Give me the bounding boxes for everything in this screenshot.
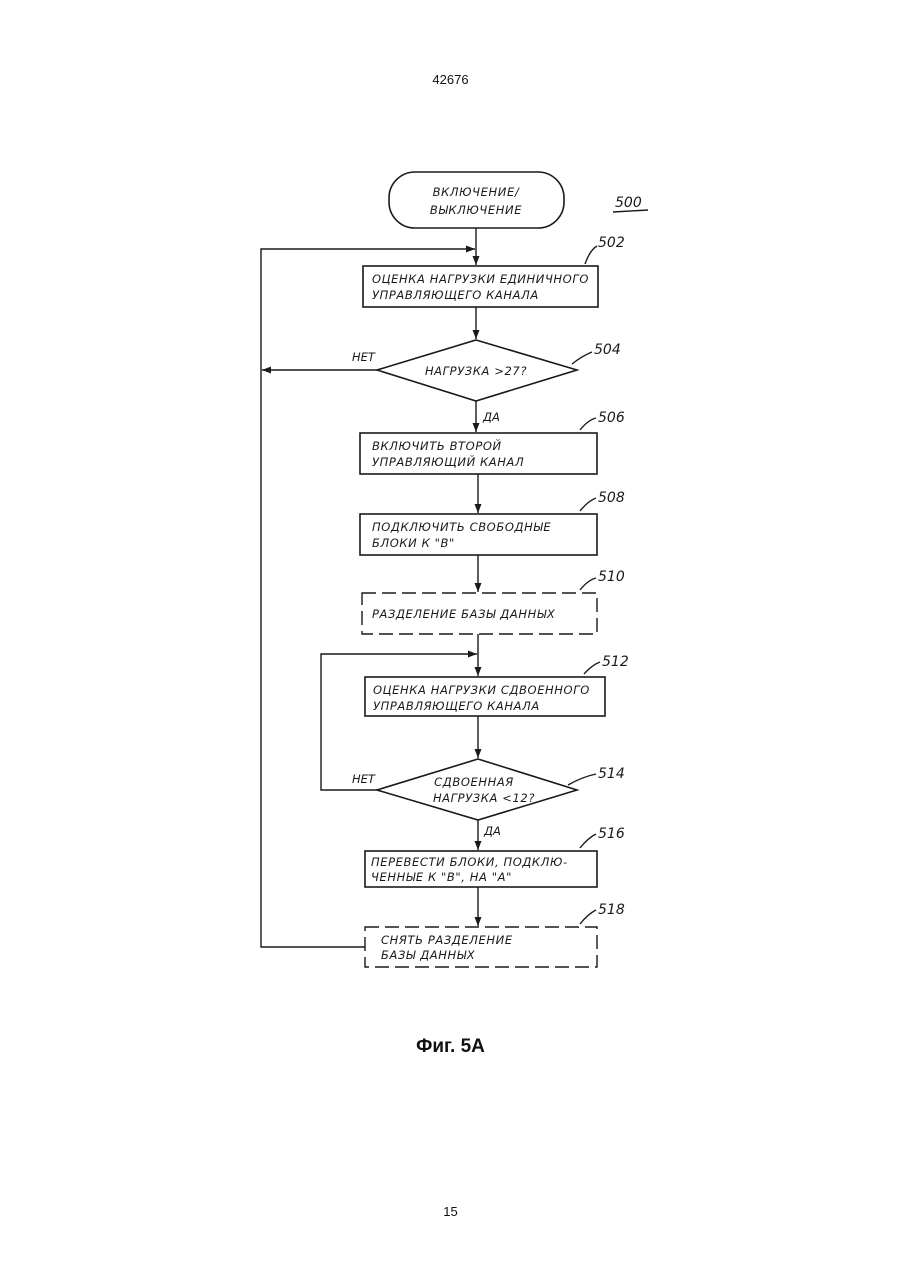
step-512-line1: ОЦЕНКА НАГРУЗКИ СДВОЕННОГО	[373, 683, 590, 697]
step-508-line1: ПОДКЛЮЧИТЬ СВОБОДНЫЕ	[372, 520, 551, 534]
step-518-line1: СНЯТЬ РАЗДЕЛЕНИЕ	[381, 933, 513, 947]
page-number-bottom: 15	[0, 1204, 901, 1219]
decision-504-leader	[572, 352, 592, 364]
label-no-504: НЕТ	[352, 350, 376, 364]
decision-514-line1: СДВОЕННАЯ	[434, 775, 514, 789]
decision-514-leader	[568, 774, 596, 785]
step-512-ref: 512	[602, 654, 629, 670]
figure-caption: Фиг. 5А	[0, 1036, 901, 1058]
step-506-ref: 506	[598, 410, 625, 426]
start-text-line1: ВКЛЮЧЕНИЕ/	[433, 185, 520, 199]
step-508-leader	[580, 498, 596, 511]
step-516-leader	[580, 834, 596, 848]
start-terminal	[389, 172, 564, 228]
step-510-line1: РАЗДЕЛЕНИЕ БАЗЫ ДАННЫХ	[372, 607, 556, 621]
step-502-ref: 502	[598, 235, 625, 251]
step-512-leader	[584, 662, 600, 674]
step-508-line2: БЛОКИ К "В"	[372, 536, 455, 550]
step-510-ref: 510	[598, 569, 625, 585]
step-518-ref: 518	[598, 902, 625, 918]
step-502-leader	[585, 246, 597, 264]
step-506-line1: ВКЛЮЧИТЬ ВТОРОЙ	[372, 438, 502, 453]
step-516-line1: ПЕРЕВЕСТИ БЛОКИ, ПОДКЛЮ-	[371, 855, 568, 869]
step-516-ref: 516	[598, 826, 625, 842]
step-518-line2: БАЗЫ ДАННЫХ	[381, 948, 476, 962]
label-no-514: НЕТ	[352, 772, 376, 786]
step-508-ref: 508	[598, 490, 625, 506]
step-512-line2: УПРАВЛЯЮЩЕГО КАНАЛА	[373, 699, 540, 713]
label-yes-514: ДА	[483, 824, 501, 838]
decision-514	[377, 759, 577, 820]
step-518-leader	[580, 910, 596, 924]
start-text-line2: ВЫКЛЮЧЕНИЕ	[430, 203, 522, 217]
step-516-line2: ЧЕННЫЕ К "В", НА "А"	[371, 870, 512, 884]
step-506-line2: УПРАВЛЯЮЩИЙ КАНАЛ	[372, 454, 524, 469]
decision-514-line2: НАГРУЗКА <12?	[433, 791, 535, 805]
decision-504-text: НАГРУЗКА >27?	[425, 364, 527, 378]
step-502-line2: УПРАВЛЯЮЩЕГО КАНАЛА	[372, 288, 539, 302]
step-502-line1: ОЦЕНКА НАГРУЗКИ ЕДИНИЧНОГО	[372, 272, 589, 286]
diagram-ref-label: 500	[615, 195, 642, 211]
label-yes-504: ДА	[482, 410, 500, 424]
decision-514-ref: 514	[598, 766, 625, 782]
decision-504-ref: 504	[594, 342, 621, 358]
step-506-leader	[580, 418, 596, 430]
step-510-leader	[580, 578, 596, 590]
